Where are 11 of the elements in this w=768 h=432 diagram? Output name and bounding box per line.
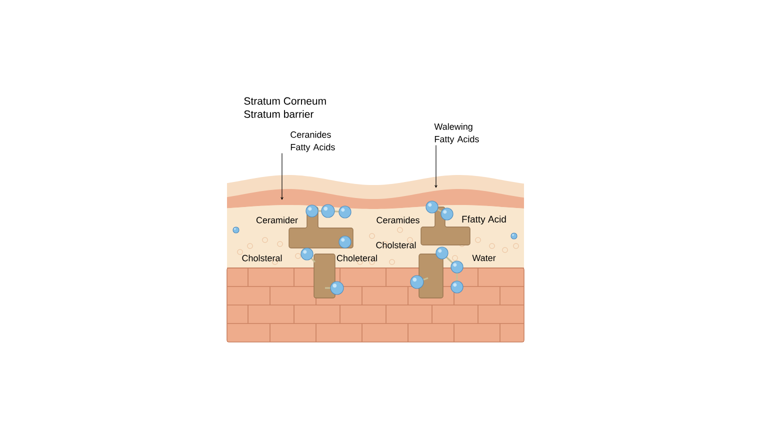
lipid-label: Water [472, 254, 496, 262]
layer-title: Stratum Corneum [244, 97, 326, 105]
lipid-label: Cholsteral [376, 242, 416, 248]
callout-text: Ceranides Fatty Acids [290, 131, 335, 152]
lipid-label: Choleteral [336, 254, 377, 262]
lipid-label: Ceramides [376, 216, 420, 224]
layer-title: Stratum barrier [244, 110, 314, 118]
lipid-label: Ffatty Acid [462, 216, 506, 224]
lipid-label: Ceramider [256, 216, 298, 224]
lipid-label: Cholsteral [242, 254, 282, 262]
callout-text: Walewing Fatty Acids [434, 123, 479, 144]
